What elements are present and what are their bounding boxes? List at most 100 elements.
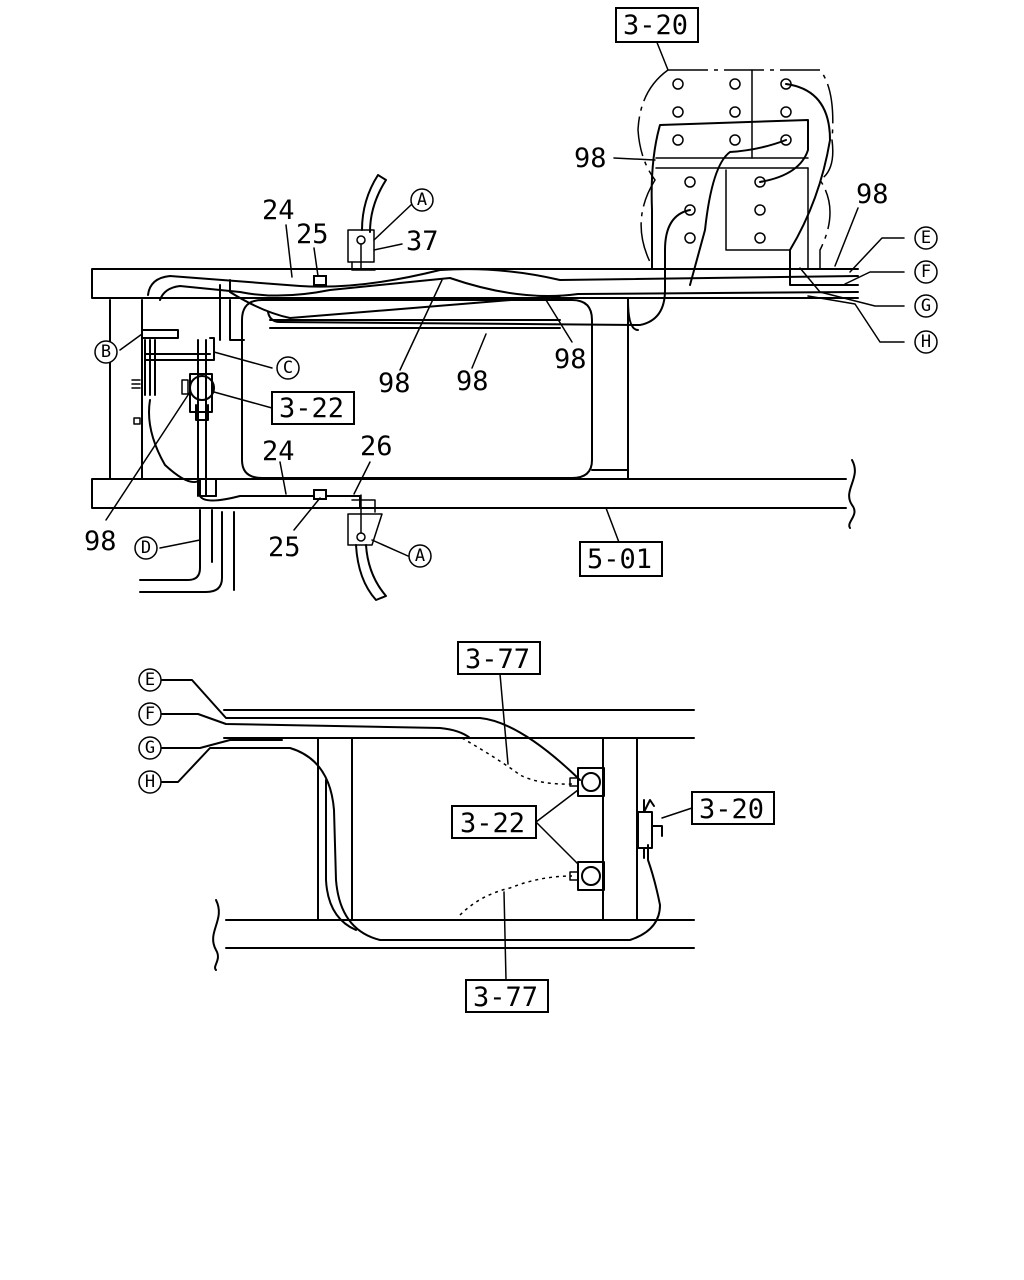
svg-text:G: G	[921, 296, 931, 316]
svg-text:H: H	[921, 332, 931, 352]
callout-c: C	[276, 356, 300, 380]
lower-callout-h: H	[138, 770, 162, 794]
tank-plate	[655, 157, 809, 251]
valve-3-22-top-fitting	[569, 777, 579, 787]
hose-a-bottom	[355, 544, 387, 601]
callout-h: H	[914, 330, 938, 354]
ref-3-22-top: 3-22	[279, 393, 344, 424]
svg-text:A: A	[415, 546, 425, 566]
lower-pipe-f	[161, 713, 471, 739]
lower-pipe-h	[161, 747, 661, 941]
lower-frame-view: 3-77 3-22 3-20 3-77 E F G H	[138, 641, 775, 1013]
valve-port	[189, 375, 215, 401]
callout-f: F	[914, 260, 938, 284]
svg-text:F: F	[921, 262, 931, 282]
rail-break-line	[848, 459, 856, 529]
lower-view-break	[212, 899, 220, 971]
center-cross-member	[241, 299, 593, 479]
ref-3-77-bottom: 3-77	[473, 982, 538, 1013]
valve-stem	[195, 404, 209, 421]
clamp-a-bottom	[347, 513, 383, 546]
pipe-98-left	[267, 209, 691, 326]
lower-view-cross-right	[602, 737, 638, 921]
ref-3-20-top: 3-20	[623, 10, 688, 41]
ref-5-01: 5-01	[587, 544, 652, 575]
ref-3-20-bottom: 3-20	[699, 794, 764, 825]
part-26: 26	[360, 431, 393, 462]
callout-a-top: A	[410, 188, 434, 212]
lower-pipe-e	[161, 679, 581, 781]
ref-3-77-top: 3-77	[465, 644, 530, 675]
ref-3-22-bottom: 3-22	[460, 808, 525, 839]
joint-25-top	[313, 275, 327, 286]
pipe-98-mid	[650, 119, 809, 286]
callout-d: D	[134, 536, 158, 560]
svg-text:B: B	[101, 342, 111, 362]
pipe-d	[139, 509, 235, 593]
part-98-center: 98	[456, 366, 489, 397]
clamp-a-top-hole	[356, 235, 366, 245]
pipe-main-3	[229, 279, 561, 319]
callout-e: E	[914, 226, 938, 250]
tank-holes	[672, 78, 792, 244]
upper-leaders	[105, 39, 905, 557]
ref-box-3-20-bottom	[691, 791, 775, 825]
lower-callout-e: E	[138, 668, 162, 692]
lower-callout-g: G	[138, 736, 162, 760]
clamp-a-bottom-stub	[351, 494, 376, 534]
callout-g: G	[914, 294, 938, 318]
svg-text:H: H	[145, 772, 155, 792]
part-98-center-left: 98	[378, 368, 411, 399]
svg-text:G: G	[145, 738, 155, 758]
lower-pipe-h-inner	[325, 779, 357, 931]
hose-3-77-top	[461, 737, 573, 785]
pipe-lower-hook	[148, 399, 361, 509]
svg-text:A: A	[417, 190, 427, 210]
valve-3-22-top-port	[581, 772, 601, 792]
tank-plate-side	[751, 69, 809, 269]
svg-text:F: F	[145, 704, 155, 724]
upper-frame-view: 3-20 3-22 5-01 98 98 24 25 37 98 98 98 9…	[84, 7, 938, 601]
lower-view-cross-left	[317, 737, 353, 921]
callout-b: B	[94, 340, 118, 364]
clamp-a-bottom-hole	[356, 532, 366, 542]
lower-view-top-rail	[223, 709, 695, 739]
bracket-small-marks	[131, 379, 141, 425]
svg-text:E: E	[145, 670, 155, 690]
ref-box-3-22-top	[271, 391, 355, 425]
pipe-main-2	[159, 277, 859, 301]
part-98-lower-left: 98	[84, 526, 117, 557]
pipe-vertical	[197, 339, 207, 497]
pipe-98-upper	[785, 83, 859, 286]
front-bracket	[219, 284, 245, 341]
valve-3-20-lower	[637, 799, 663, 859]
cross-member-inner	[269, 319, 561, 329]
part-98-right: 98	[856, 179, 889, 210]
valve-body	[189, 373, 213, 413]
rear-cross-member	[627, 297, 639, 479]
lower-leaders	[499, 673, 693, 981]
part-98-center-right: 98	[554, 344, 587, 375]
part-25-bottom: 25	[268, 532, 301, 563]
valve-3-22-bottom-port	[581, 866, 601, 886]
part-24-top: 24	[262, 195, 295, 226]
hose-a-top	[361, 174, 387, 233]
ref-box-3-77-top	[457, 641, 541, 675]
front-cross-member	[109, 299, 143, 479]
lower-callout-f: F	[138, 702, 162, 726]
ref-box-3-77-bottom	[465, 979, 549, 1013]
clamp-a-top-stub	[351, 243, 376, 271]
part-24-bottom: 24	[262, 436, 295, 467]
part-98-tank: 98	[574, 143, 607, 174]
ref-box-3-20-top	[615, 7, 699, 43]
ref-box-3-22-bottom	[451, 805, 537, 839]
callout-a-bottom: A	[408, 544, 432, 568]
hose-3-77-bottom	[459, 875, 573, 916]
svg-text:D: D	[141, 538, 151, 558]
tank-outline	[637, 69, 834, 268]
ref-box-5-01	[579, 541, 663, 577]
rear-member-side	[591, 469, 629, 479]
bracket-b	[141, 329, 179, 396]
pipe-main-1	[147, 268, 859, 296]
